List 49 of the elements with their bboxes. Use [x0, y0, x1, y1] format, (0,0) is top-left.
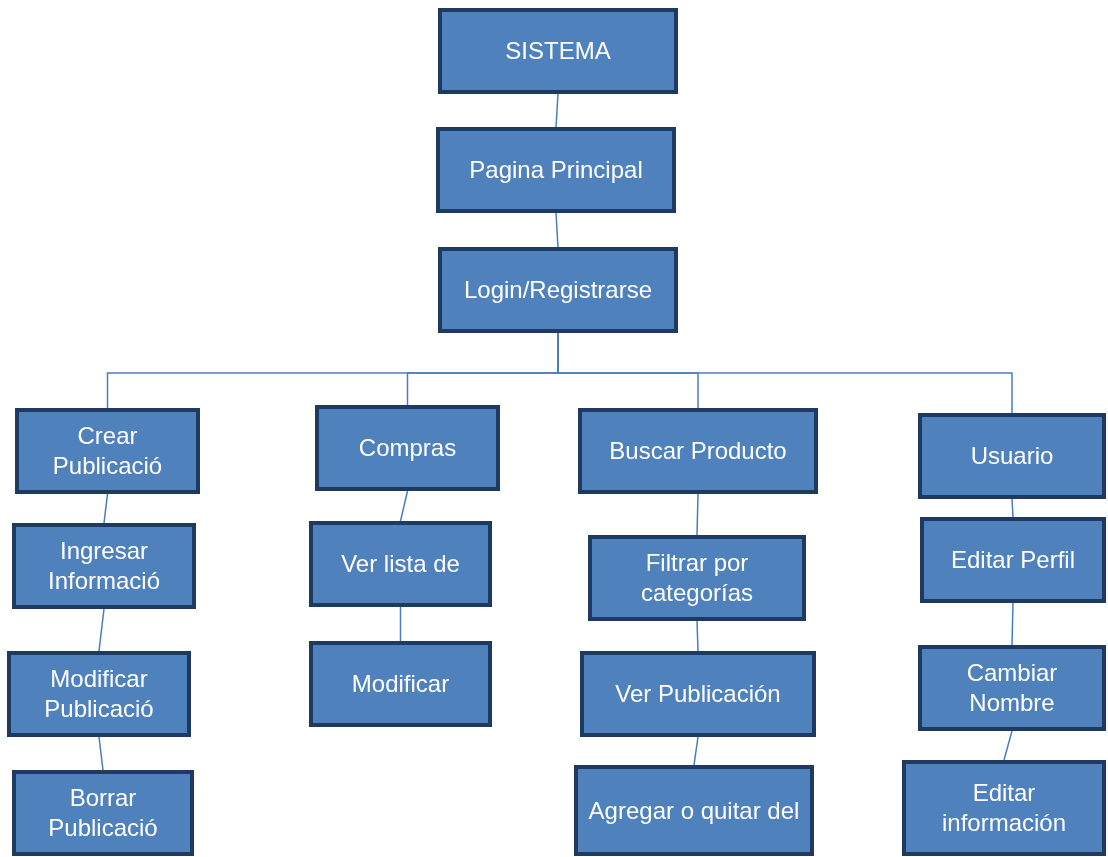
connector-line: [555, 212, 559, 248]
connector-line: [103, 493, 109, 524]
box-label: Editar Perfil: [950, 545, 1075, 575]
box-label: Modificar: [351, 669, 450, 699]
box-label: Usuario: [970, 441, 1054, 471]
process-box: [902, 760, 1106, 856]
process-box: [12, 523, 196, 609]
box-label: Login/Registrarse: [463, 275, 653, 305]
connector-line: [696, 620, 699, 652]
connector-line: [399, 490, 409, 522]
process-box: [574, 765, 814, 856]
process-box: [438, 8, 678, 94]
process-box: [436, 127, 676, 213]
process-box: [438, 247, 678, 333]
box-label: Modificar Publicació: [43, 664, 155, 724]
connector-line: [1003, 730, 1013, 761]
connector-line: [399, 606, 402, 642]
connector-line: [98, 608, 105, 652]
box-label: Ingresar Informació: [46, 536, 161, 596]
box-label: Crear Publicació: [51, 421, 164, 481]
process-box: [918, 413, 1106, 499]
process-box: [309, 521, 492, 607]
process-box: [12, 770, 194, 856]
box-label: Ver Publicación: [615, 679, 781, 709]
connector-line: [693, 736, 699, 766]
box-label: SISTEMA: [505, 36, 611, 66]
process-box: [309, 641, 492, 727]
process-box: [578, 408, 818, 494]
box-label: Ver lista de: [341, 549, 460, 579]
box-label: Buscar Producto: [609, 436, 787, 466]
box-label: Compras: [358, 433, 457, 463]
box-label: Cambiar Nombre: [965, 658, 1059, 718]
process-box: [588, 535, 806, 621]
box-label: Editar información: [940, 778, 1068, 838]
process-box: [918, 645, 1106, 731]
connector-line: [555, 93, 559, 128]
process-box: [315, 405, 500, 491]
connector-line: [98, 736, 104, 771]
connector-line: [696, 493, 699, 536]
process-box: [15, 408, 200, 494]
connector-line: [1011, 498, 1014, 518]
box-label: Filtrar por categorías: [639, 548, 755, 608]
process-box: [7, 651, 191, 737]
box-label: Borrar Publicació: [47, 783, 159, 843]
box-label: Pagina Principal: [469, 155, 643, 185]
process-box: [580, 651, 816, 737]
connector-line: [1011, 602, 1014, 646]
process-box: [920, 517, 1106, 603]
box-label: Agregar o quitar del: [588, 795, 800, 826]
